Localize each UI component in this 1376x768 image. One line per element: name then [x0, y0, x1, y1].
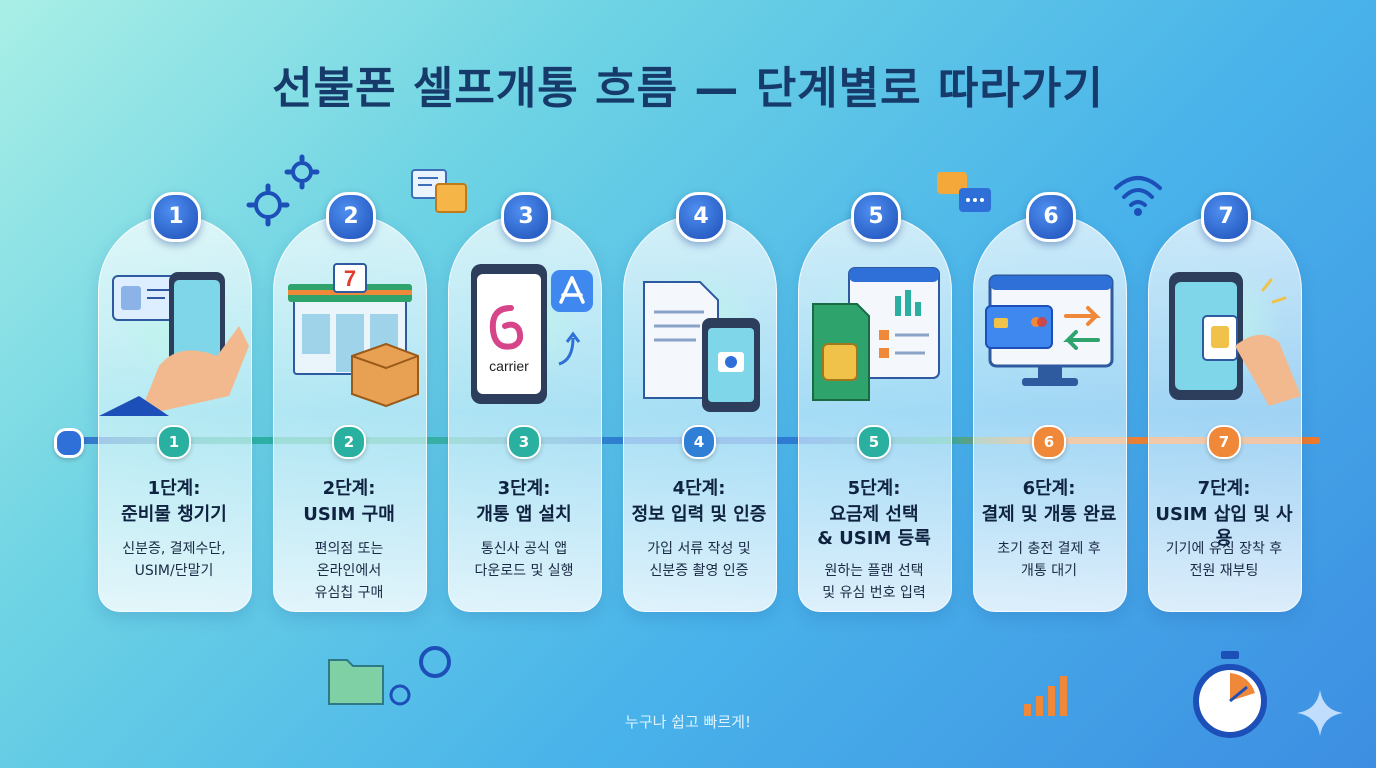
step-desc-line: 개통 대기 — [1021, 563, 1077, 579]
store-logo-text: 7 — [344, 266, 356, 291]
timeline-step-2: 2 — [332, 425, 366, 459]
step-name: USIM 삽입 및 사용 — [1155, 504, 1293, 549]
timeline-step-4: 4 — [682, 425, 716, 459]
step-number-badge: 1 — [151, 192, 201, 242]
chat-icon — [937, 172, 991, 212]
timeline-step-3: 3 — [507, 425, 541, 459]
document-icon — [411, 169, 467, 213]
step-card-4 — [623, 215, 777, 612]
step-desc-line: 유심칩 구매 — [314, 585, 384, 601]
step-desc-line: 통신사 공식 앱 — [480, 541, 568, 557]
bar-chart-icon — [1024, 676, 1067, 716]
timeline-step-5: 5 — [857, 425, 891, 459]
id-card-phone-icon — [99, 272, 249, 416]
payment-monitor-icon — [985, 274, 1114, 386]
step-text-7: 7단계: USIM 삽입 및 사용 기기에 유심 장착 후 전원 재부팅 — [1148, 215, 1300, 610]
step-desc-line: 및 유심 번호 입력 — [822, 585, 926, 601]
timeline-step-6: 6 — [1032, 425, 1066, 459]
step-desc-line: 초기 충전 결제 후 — [997, 541, 1101, 557]
sparkle-icon — [1297, 690, 1343, 736]
step-name: USIM 구매 — [303, 504, 395, 525]
step-text-2: 2단계: USIM 구매 편의점 또는 온라인에서 유심칩 구매 — [273, 215, 425, 610]
step-heading: 3단계: — [497, 478, 551, 499]
step-card-5 — [798, 215, 952, 612]
footer-tagline: 누구나 쉽고 빠르게! — [625, 713, 751, 731]
step-desc-line: 편의점 또는 — [314, 541, 384, 557]
carrier-app-phone-icon: carrier — [471, 264, 593, 404]
sim-insert-phone-icon — [1169, 272, 1301, 406]
step-number-badge: 3 — [501, 192, 551, 242]
step-number-badge: 7 — [1201, 192, 1251, 242]
step-name: 정보 입력 및 인증 — [631, 504, 767, 525]
step-heading: 5단계: — [847, 478, 901, 499]
carrier-brand-text: carrier — [489, 358, 529, 374]
stopwatch-icon — [1193, 651, 1267, 738]
step-name: 결제 및 개통 완료 — [981, 504, 1117, 525]
page-title: 선불폰 셀프개통 흐름 — 단계별로 따라가기 — [272, 63, 1104, 114]
step-card-1 — [98, 215, 252, 612]
step-desc-line: 신분증, 결제수단, — [122, 541, 226, 557]
step-text-6: 6단계: 결제 및 개통 완료 초기 충전 결제 후 개통 대기 — [973, 215, 1125, 610]
folder-gear-icon — [328, 646, 451, 706]
step-name: 요금제 선택 & USIM 등록 — [817, 504, 931, 549]
document-camera-icon — [643, 281, 760, 412]
step-desc-line: 원하는 플랜 선택 — [824, 563, 924, 579]
step-desc-line: 다운로드 및 실행 — [474, 563, 574, 579]
step-number-badge: 4 — [676, 192, 726, 242]
step-card-6 — [973, 215, 1127, 612]
step-desc-line: 전원 재부팅 — [1189, 563, 1259, 579]
step-desc-line: USIM/단말기 — [134, 563, 214, 579]
timeline-step-1: 1 — [157, 425, 191, 459]
step-heading: 1단계: — [147, 478, 201, 499]
step-desc-line: 가입 서류 작성 및 — [647, 541, 751, 557]
step-card-3: carrier — [448, 215, 602, 612]
wifi-icon — [1114, 176, 1162, 216]
step-card-2: 7 — [273, 215, 427, 612]
step-text-1: 1단계: 준비물 챙기기 신분증, 결제수단, USIM/단말기 — [98, 215, 250, 610]
gears-icon — [246, 154, 320, 227]
step-desc-line: 온라인에서 — [316, 563, 382, 579]
step-heading: 6단계: — [1022, 478, 1076, 499]
step-heading: 4단계: — [672, 478, 726, 499]
timeline-step-7: 7 — [1207, 425, 1241, 459]
step-number-badge: 6 — [1026, 192, 1076, 242]
step-desc-line: 기기에 유심 장착 후 — [1165, 541, 1283, 557]
sim-plan-icon — [812, 267, 940, 401]
timeline-start-dot — [54, 428, 84, 458]
step-number-badge: 5 — [851, 192, 901, 242]
step-text-5: 5단계: 요금제 선택 & USIM 등록 원하는 플랜 선택 및 유심 번호 … — [798, 215, 950, 610]
step-number-badge: 2 — [326, 192, 376, 242]
step-heading: 2단계: — [322, 478, 376, 499]
step-text-3: 3단계: 개통 앱 설치 통신사 공식 앱 다운로드 및 실행 — [448, 215, 600, 610]
step-name: 개통 앱 설치 — [476, 504, 572, 525]
step-text-4: 4단계: 정보 입력 및 인증 가입 서류 작성 및 신분증 촬영 인증 — [623, 215, 775, 610]
step-name: 준비물 챙기기 — [121, 504, 227, 525]
convenience-store-icon: 7 — [288, 263, 419, 408]
step-card-7 — [1148, 215, 1302, 612]
step-heading: 7단계: — [1197, 478, 1251, 499]
step-desc-line: 신분증 촬영 인증 — [649, 563, 749, 579]
